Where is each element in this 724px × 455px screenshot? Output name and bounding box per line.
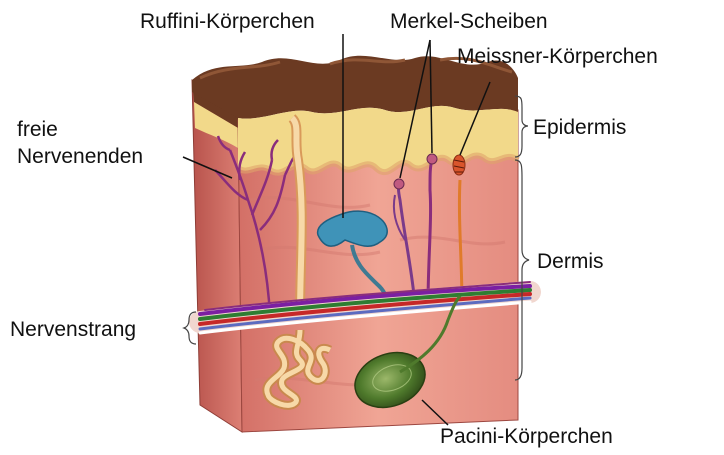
label-freie-line1: freie [17, 118, 58, 141]
label-ruffini: Ruffini-Körperchen [140, 10, 315, 33]
merkel-disc-2 [427, 154, 437, 164]
label-freie-line2: Nervenenden [17, 145, 143, 168]
label-meissner: Meissner-Körperchen [457, 45, 658, 68]
label-epidermis: Epidermis [533, 116, 626, 139]
label-nervenstrang: Nervenstrang [10, 318, 136, 341]
label-merkel: Merkel-Scheiben [390, 10, 548, 33]
label-dermis: Dermis [537, 250, 604, 273]
merkel-disc-1 [394, 179, 404, 189]
label-pacini: Pacini-Körperchen [440, 425, 613, 448]
